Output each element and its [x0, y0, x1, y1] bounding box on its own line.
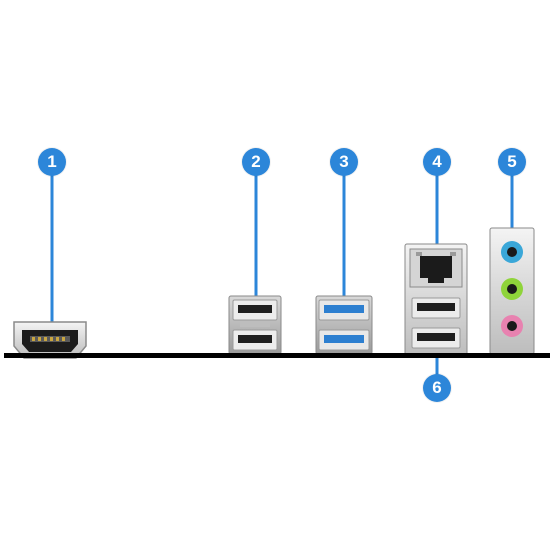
callout-label: 4: [432, 152, 442, 171]
audio-jacks: [489, 227, 535, 355]
callout-4: 4: [423, 148, 451, 176]
audio-line-out-jack: [501, 278, 523, 300]
usb2-ports: [228, 295, 282, 355]
callout-label: 1: [47, 152, 57, 171]
callout-6: 6: [423, 374, 451, 402]
baseline: [4, 353, 550, 358]
usb3-ports: [315, 295, 373, 355]
hdmi-port: [13, 321, 87, 359]
audio-mic-jack: [501, 315, 523, 337]
audio-line-in-jack: [501, 241, 523, 263]
callout-label: 5: [507, 152, 517, 171]
callout-3: 3: [330, 148, 358, 176]
callout-5: 5: [498, 148, 526, 176]
callout-2: 2: [242, 148, 270, 176]
lan-usb-stack: [404, 243, 468, 357]
callout-label: 2: [251, 152, 261, 171]
callout-label: 6: [432, 378, 442, 397]
callout-label: 3: [339, 152, 349, 171]
callout-1: 1: [38, 148, 66, 176]
